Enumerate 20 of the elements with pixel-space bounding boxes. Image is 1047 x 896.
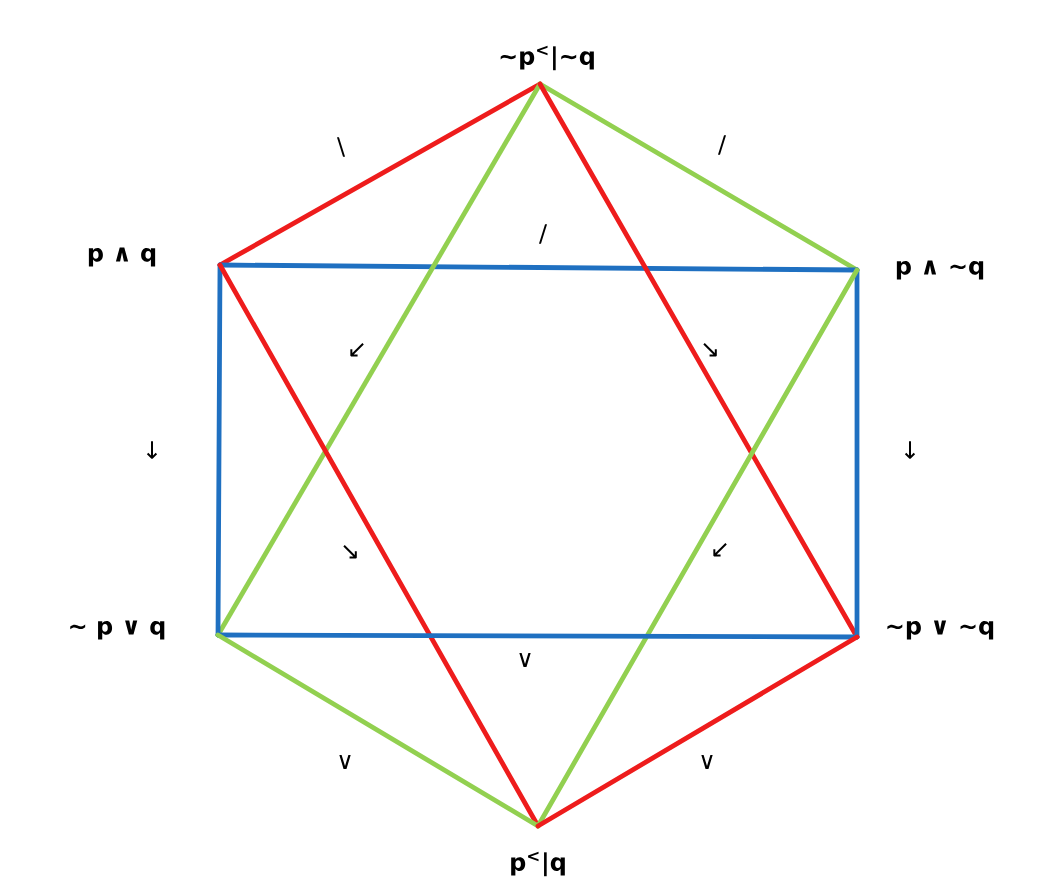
line [215,632,541,829]
edge-label: ↘ [703,342,717,357]
vertex-label: p$^{<}$|q [511,851,565,877]
vertex-label: p ∧ q [88,247,156,267]
edge-label: ↓ [904,441,916,459]
edge-label: ↙ [713,542,727,557]
edge-label: ↙ [350,342,364,357]
edge-label: ∨ [339,755,351,769]
vertex-label: ~ p ∨ q [70,620,165,640]
edge-label: ↘ [343,544,357,559]
line [535,634,860,829]
edge-label: ↓ [146,441,158,459]
vertex-label: ~p$^{<}$|~q [500,45,594,71]
edge-label: ∨ [701,755,713,769]
edge-label: \ [337,137,346,157]
edge-label: ∨ [519,653,531,667]
vertex-label: ~p ∨ ~q [887,620,994,640]
edge-label: / [539,224,548,244]
vertex-label: p ∧ ~q [896,260,984,280]
edge-label: / [718,135,727,155]
